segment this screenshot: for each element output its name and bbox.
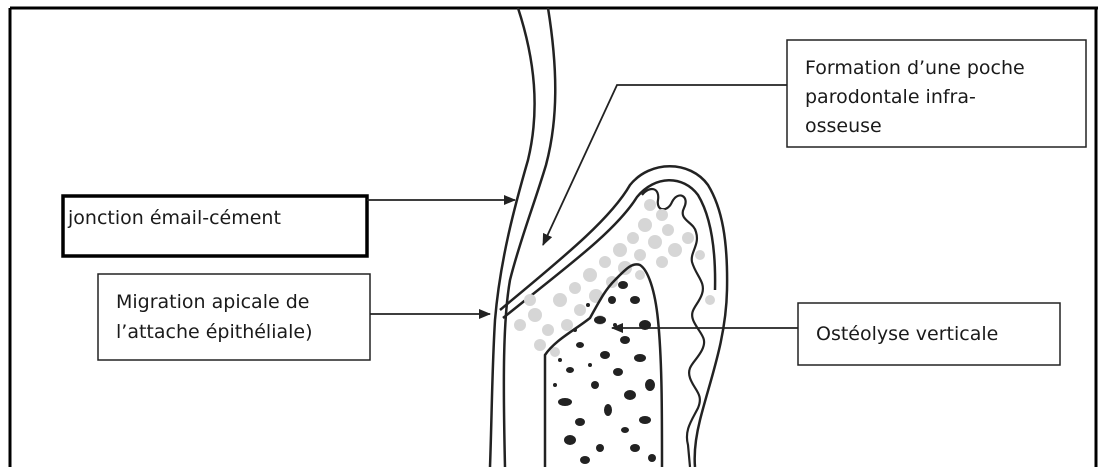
poche-line1: Formation d’une poche bbox=[805, 57, 1025, 79]
migration-line2: l’attache épithéliale) bbox=[116, 321, 313, 343]
bone-stippling bbox=[514, 199, 715, 357]
osteolyse-text: Ostéolyse verticale bbox=[816, 323, 998, 345]
label-migration-apicale: Migration apicale de l’attache épithélia… bbox=[98, 274, 490, 360]
label-osteolyse-verticale: Ostéolyse verticale bbox=[612, 303, 1060, 365]
poche-line3: osseuse bbox=[805, 115, 882, 137]
migration-line1: Migration apicale de bbox=[116, 291, 309, 313]
poche-line2: parodontale infra- bbox=[805, 86, 976, 108]
jonction-text: jonction émail-cément bbox=[67, 207, 281, 229]
poche-arrow bbox=[543, 85, 787, 245]
label-jonction-email-cement: jonction émail-cément bbox=[63, 196, 515, 256]
